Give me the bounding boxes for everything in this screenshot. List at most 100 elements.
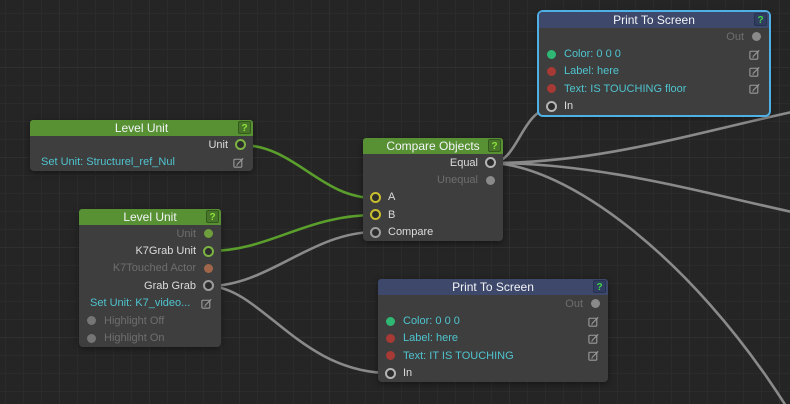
node-level-unit-1[interactable]: Level Unit ? Unit Set Unit: Structurel_r… xyxy=(30,120,253,171)
color-input-pin[interactable] xyxy=(386,316,395,326)
edit-icon[interactable] xyxy=(748,82,762,95)
pin-label-k7grab-unit: K7Grab Unit xyxy=(135,245,196,258)
wire-levelunit1-unit-to-compare-a[interactable] xyxy=(239,143,377,200)
help-icon[interactable]: ? xyxy=(754,13,767,26)
text-input-pin[interactable] xyxy=(386,351,395,361)
node-row: Grab Grab xyxy=(79,277,221,294)
property-value-label[interactable]: Label: here xyxy=(564,65,620,78)
property-value-color[interactable]: Color: 0 0 0 xyxy=(403,315,460,328)
property-value-set-unit[interactable]: Set Unit: K7_video... xyxy=(90,297,191,310)
pin-label-in: In xyxy=(564,100,574,113)
b-in-pin[interactable] xyxy=(370,209,381,221)
node-row: B xyxy=(363,206,503,223)
node-row: Label: here xyxy=(378,330,608,347)
node-row: K7Grab Unit xyxy=(79,242,221,259)
node-title: Level Unit xyxy=(114,121,169,135)
grab-grab-out-pin[interactable] xyxy=(203,280,214,292)
node-row: Highlight Off xyxy=(79,312,221,329)
pin-label-out: Out xyxy=(726,30,744,43)
node-print-to-screen-1[interactable]: Print To Screen ? Out Color: 0 0 0 Label… xyxy=(539,12,769,115)
node-row: Text: IS TOUCHING floor xyxy=(539,80,769,97)
exec-in-pin[interactable] xyxy=(385,367,396,379)
node-title-bar[interactable]: Print To Screen ? xyxy=(378,279,608,295)
edit-icon[interactable] xyxy=(587,332,601,345)
help-icon[interactable]: ? xyxy=(593,280,606,293)
node-title: Level Unit xyxy=(123,210,177,224)
edit-icon[interactable] xyxy=(587,315,601,328)
pin-label-highlight-on: Highlight On xyxy=(104,332,165,345)
node-print-to-screen-2[interactable]: Print To Screen ? Out Color: 0 0 0 Label… xyxy=(378,279,608,382)
property-value-label[interactable]: Label: here xyxy=(403,332,459,345)
wire-levelunit2-grabgrab-to-print2-in[interactable] xyxy=(207,284,392,375)
equal-out-pin[interactable] xyxy=(485,157,496,169)
pin-label-highlight-off: Highlight Off xyxy=(104,314,165,327)
pin-label-out: Out xyxy=(565,297,583,310)
node-row: Text: IT IS TOUCHING xyxy=(378,347,608,364)
pin-label-b: B xyxy=(388,208,396,221)
k7grab-unit-out-pin[interactable] xyxy=(203,245,214,257)
highlight-on-in-pin[interactable] xyxy=(87,333,96,343)
node-title-bar[interactable]: Level Unit ? xyxy=(79,209,221,225)
pin-label-a: A xyxy=(388,191,396,204)
wire-compare-equal-offscreen-bottom[interactable] xyxy=(489,161,787,404)
compare-in-pin[interactable] xyxy=(370,226,381,238)
node-title-bar[interactable]: Compare Objects ? xyxy=(363,138,503,154)
property-value-text[interactable]: Text: IS TOUCHING floor xyxy=(564,82,687,95)
node-row: Compare xyxy=(363,224,503,241)
node-title: Print To Screen xyxy=(613,13,695,27)
color-input-pin[interactable] xyxy=(547,49,556,59)
pin-label-unit: Unit xyxy=(208,138,228,151)
property-value-set-unit[interactable]: Set Unit: Structurel_ref_Nul xyxy=(41,156,175,169)
unequal-out-pin[interactable] xyxy=(486,175,495,185)
node-row: A xyxy=(363,189,503,206)
node-row: Set Unit: K7_video... xyxy=(79,295,221,312)
label-input-pin[interactable] xyxy=(386,333,395,343)
pin-label-grab-grab: Grab Grab xyxy=(144,279,196,292)
exec-out-pin[interactable] xyxy=(591,299,600,309)
edit-icon[interactable] xyxy=(748,48,762,61)
node-row: Out xyxy=(378,295,608,312)
edit-icon[interactable] xyxy=(587,349,601,362)
node-row: Unequal xyxy=(363,171,503,188)
node-row: Highlight On xyxy=(79,329,221,346)
text-input-pin[interactable] xyxy=(547,84,556,94)
wire-levelunit2-k7grab-to-compare-b[interactable] xyxy=(207,213,377,253)
help-icon[interactable]: ? xyxy=(238,121,251,134)
node-title: Print To Screen xyxy=(452,280,534,294)
node-row: K7Touched Actor xyxy=(79,260,221,277)
property-value-color[interactable]: Color: 0 0 0 xyxy=(564,48,621,61)
k7touched-actor-out-pin[interactable] xyxy=(204,263,213,273)
node-row: Label: here xyxy=(539,63,769,80)
exec-in-pin[interactable] xyxy=(546,100,557,112)
pin-label-equal: Equal xyxy=(449,156,478,169)
unit-out-pin[interactable] xyxy=(204,229,213,239)
property-value-text[interactable]: Text: IT IS TOUCHING xyxy=(403,349,514,362)
node-row: Color: 0 0 0 xyxy=(539,45,769,62)
node-title: Compare Objects xyxy=(386,139,480,153)
label-input-pin[interactable] xyxy=(547,66,556,76)
edit-icon[interactable] xyxy=(232,156,246,169)
help-icon[interactable]: ? xyxy=(488,139,501,152)
wire-compare-equal-offscreen-right-1[interactable] xyxy=(489,111,790,165)
node-title-bar[interactable]: Print To Screen ? xyxy=(539,12,769,28)
wire-compare-equal-offscreen-right-2[interactable] xyxy=(489,161,790,213)
help-icon[interactable]: ? xyxy=(206,210,219,223)
edit-icon[interactable] xyxy=(200,297,214,310)
wire-levelunit2-grabgrab-to-compare-in[interactable] xyxy=(207,230,377,288)
node-row: In xyxy=(378,365,608,382)
pin-label-compare: Compare xyxy=(388,226,434,239)
node-title-bar[interactable]: Level Unit ? xyxy=(30,120,253,136)
exec-out-pin[interactable] xyxy=(752,32,761,42)
highlight-off-in-pin[interactable] xyxy=(87,316,96,326)
edit-icon[interactable] xyxy=(748,65,762,78)
pin-label-in: In xyxy=(403,367,413,380)
node-level-unit-2[interactable]: Level Unit ? Unit K7Grab Unit K7Touched … xyxy=(79,209,221,347)
node-row: Out xyxy=(539,28,769,45)
node-row: Set Unit: Structurel_ref_Nul xyxy=(30,153,253,170)
node-compare-objects[interactable]: Compare Objects ? Equal Unequal A B Comp… xyxy=(363,138,503,241)
unit-out-pin[interactable] xyxy=(235,139,246,151)
node-row: In xyxy=(539,98,769,115)
a-in-pin[interactable] xyxy=(370,191,381,203)
